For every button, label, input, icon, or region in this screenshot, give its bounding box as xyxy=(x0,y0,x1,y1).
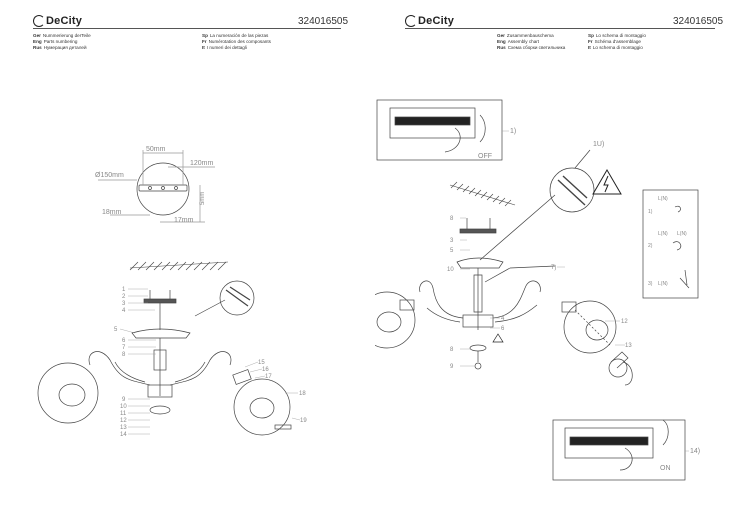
wiring-step-1: 1) xyxy=(648,209,653,215)
canopy-dimension-drawing xyxy=(98,150,215,223)
part-number-labels: 1 2 3 4 5 6 7 8 9 10 11 12 13 14 15 16 1… xyxy=(114,287,307,438)
terminal-box-on xyxy=(552,419,686,481)
leader-lines xyxy=(119,288,301,435)
wire-label: L(N) xyxy=(658,196,668,202)
brand-name: DeCity xyxy=(418,15,455,27)
part-number: 3 xyxy=(450,238,454,244)
part-number: 1 xyxy=(122,287,126,293)
part-number: 19 xyxy=(300,418,307,424)
part-number: 12 xyxy=(621,319,628,325)
part-number-labels: 8 3 5 10 7) 4 6 12 13 8 9 xyxy=(447,216,632,370)
part-number: 6 xyxy=(501,326,505,332)
header-rule xyxy=(405,28,715,29)
part-number: 12 xyxy=(120,418,127,424)
on-label: ON xyxy=(660,465,671,472)
part-number: 8 xyxy=(122,352,126,358)
brand-logo: DeCity xyxy=(33,15,82,27)
part-number: 9 xyxy=(450,364,454,370)
part-number: 9 xyxy=(122,397,126,403)
chandelier-assembly xyxy=(375,218,633,386)
dim-17mm: 17mm xyxy=(174,217,194,224)
product-code: 324016505 xyxy=(298,16,349,27)
part-number: 5 xyxy=(114,327,118,333)
wire-label: L(N) xyxy=(677,231,687,237)
off-label: OFF xyxy=(478,153,492,160)
part-number: 14 xyxy=(120,432,127,438)
part-number: 15 xyxy=(258,360,265,366)
logo-icon xyxy=(405,15,417,27)
wiring-step-3: 3) xyxy=(648,281,653,287)
part-number: 10 xyxy=(120,404,127,410)
step-7-label: 7) xyxy=(551,265,556,271)
ceiling-hatch xyxy=(129,261,229,271)
header-rule xyxy=(33,28,341,29)
part-number: 11 xyxy=(120,411,127,417)
part-number: 18 xyxy=(299,391,306,397)
ceiling-hatch xyxy=(449,181,516,207)
part-number: 13 xyxy=(625,343,632,349)
part-number: 4 xyxy=(122,308,126,314)
part-number: 4 xyxy=(501,316,505,322)
chandelier-exploded-view xyxy=(37,280,292,436)
terminal-box-off xyxy=(376,99,503,161)
part-number: 8 xyxy=(450,216,454,222)
dim-5mm: 5mm xyxy=(200,192,206,205)
parts-diagram: 50mm 120mm Ø150mm 18mm 17mm 5mm xyxy=(37,146,307,438)
part-number: 10 xyxy=(447,267,454,273)
part-number: 13 xyxy=(120,425,127,431)
product-code: 324016505 xyxy=(673,16,724,27)
dim-50mm: 50mm xyxy=(146,146,166,153)
part-number: 7 xyxy=(122,345,126,351)
wiring-steps-box xyxy=(642,189,699,299)
dim-18mm: 18mm xyxy=(102,209,122,216)
wire-label: L(N) xyxy=(658,281,668,287)
part-number: 3 xyxy=(122,301,126,307)
leader-lines xyxy=(460,217,625,367)
part-number: 16 xyxy=(262,367,269,373)
logo-icon xyxy=(33,15,45,27)
wiring-step-2: 2) xyxy=(648,243,653,249)
part-number: 6 xyxy=(122,338,126,344)
part-number: 17 xyxy=(265,374,272,380)
dim-150mm: Ø150mm xyxy=(95,172,124,179)
connection-detail xyxy=(479,149,595,261)
part-number: 2 xyxy=(122,294,126,300)
part-number: 5 xyxy=(450,248,454,254)
brand-logo: DeCity xyxy=(405,15,454,27)
step-14-label: 14) xyxy=(690,448,700,455)
wire-label: L(N) xyxy=(658,231,668,237)
step-1u-label: 1U) xyxy=(593,141,604,148)
electric-warning-icon xyxy=(592,169,622,195)
part-number: 8 xyxy=(450,347,454,353)
small-warning-icon xyxy=(492,333,504,343)
brand-name: DeCity xyxy=(46,15,83,27)
step-1-label: 1) xyxy=(510,128,516,135)
dim-120mm: 120mm xyxy=(190,160,214,167)
assembly-diagram: OFF 1) 1U) L(N) 1) L(N) L(N) xyxy=(375,99,700,481)
